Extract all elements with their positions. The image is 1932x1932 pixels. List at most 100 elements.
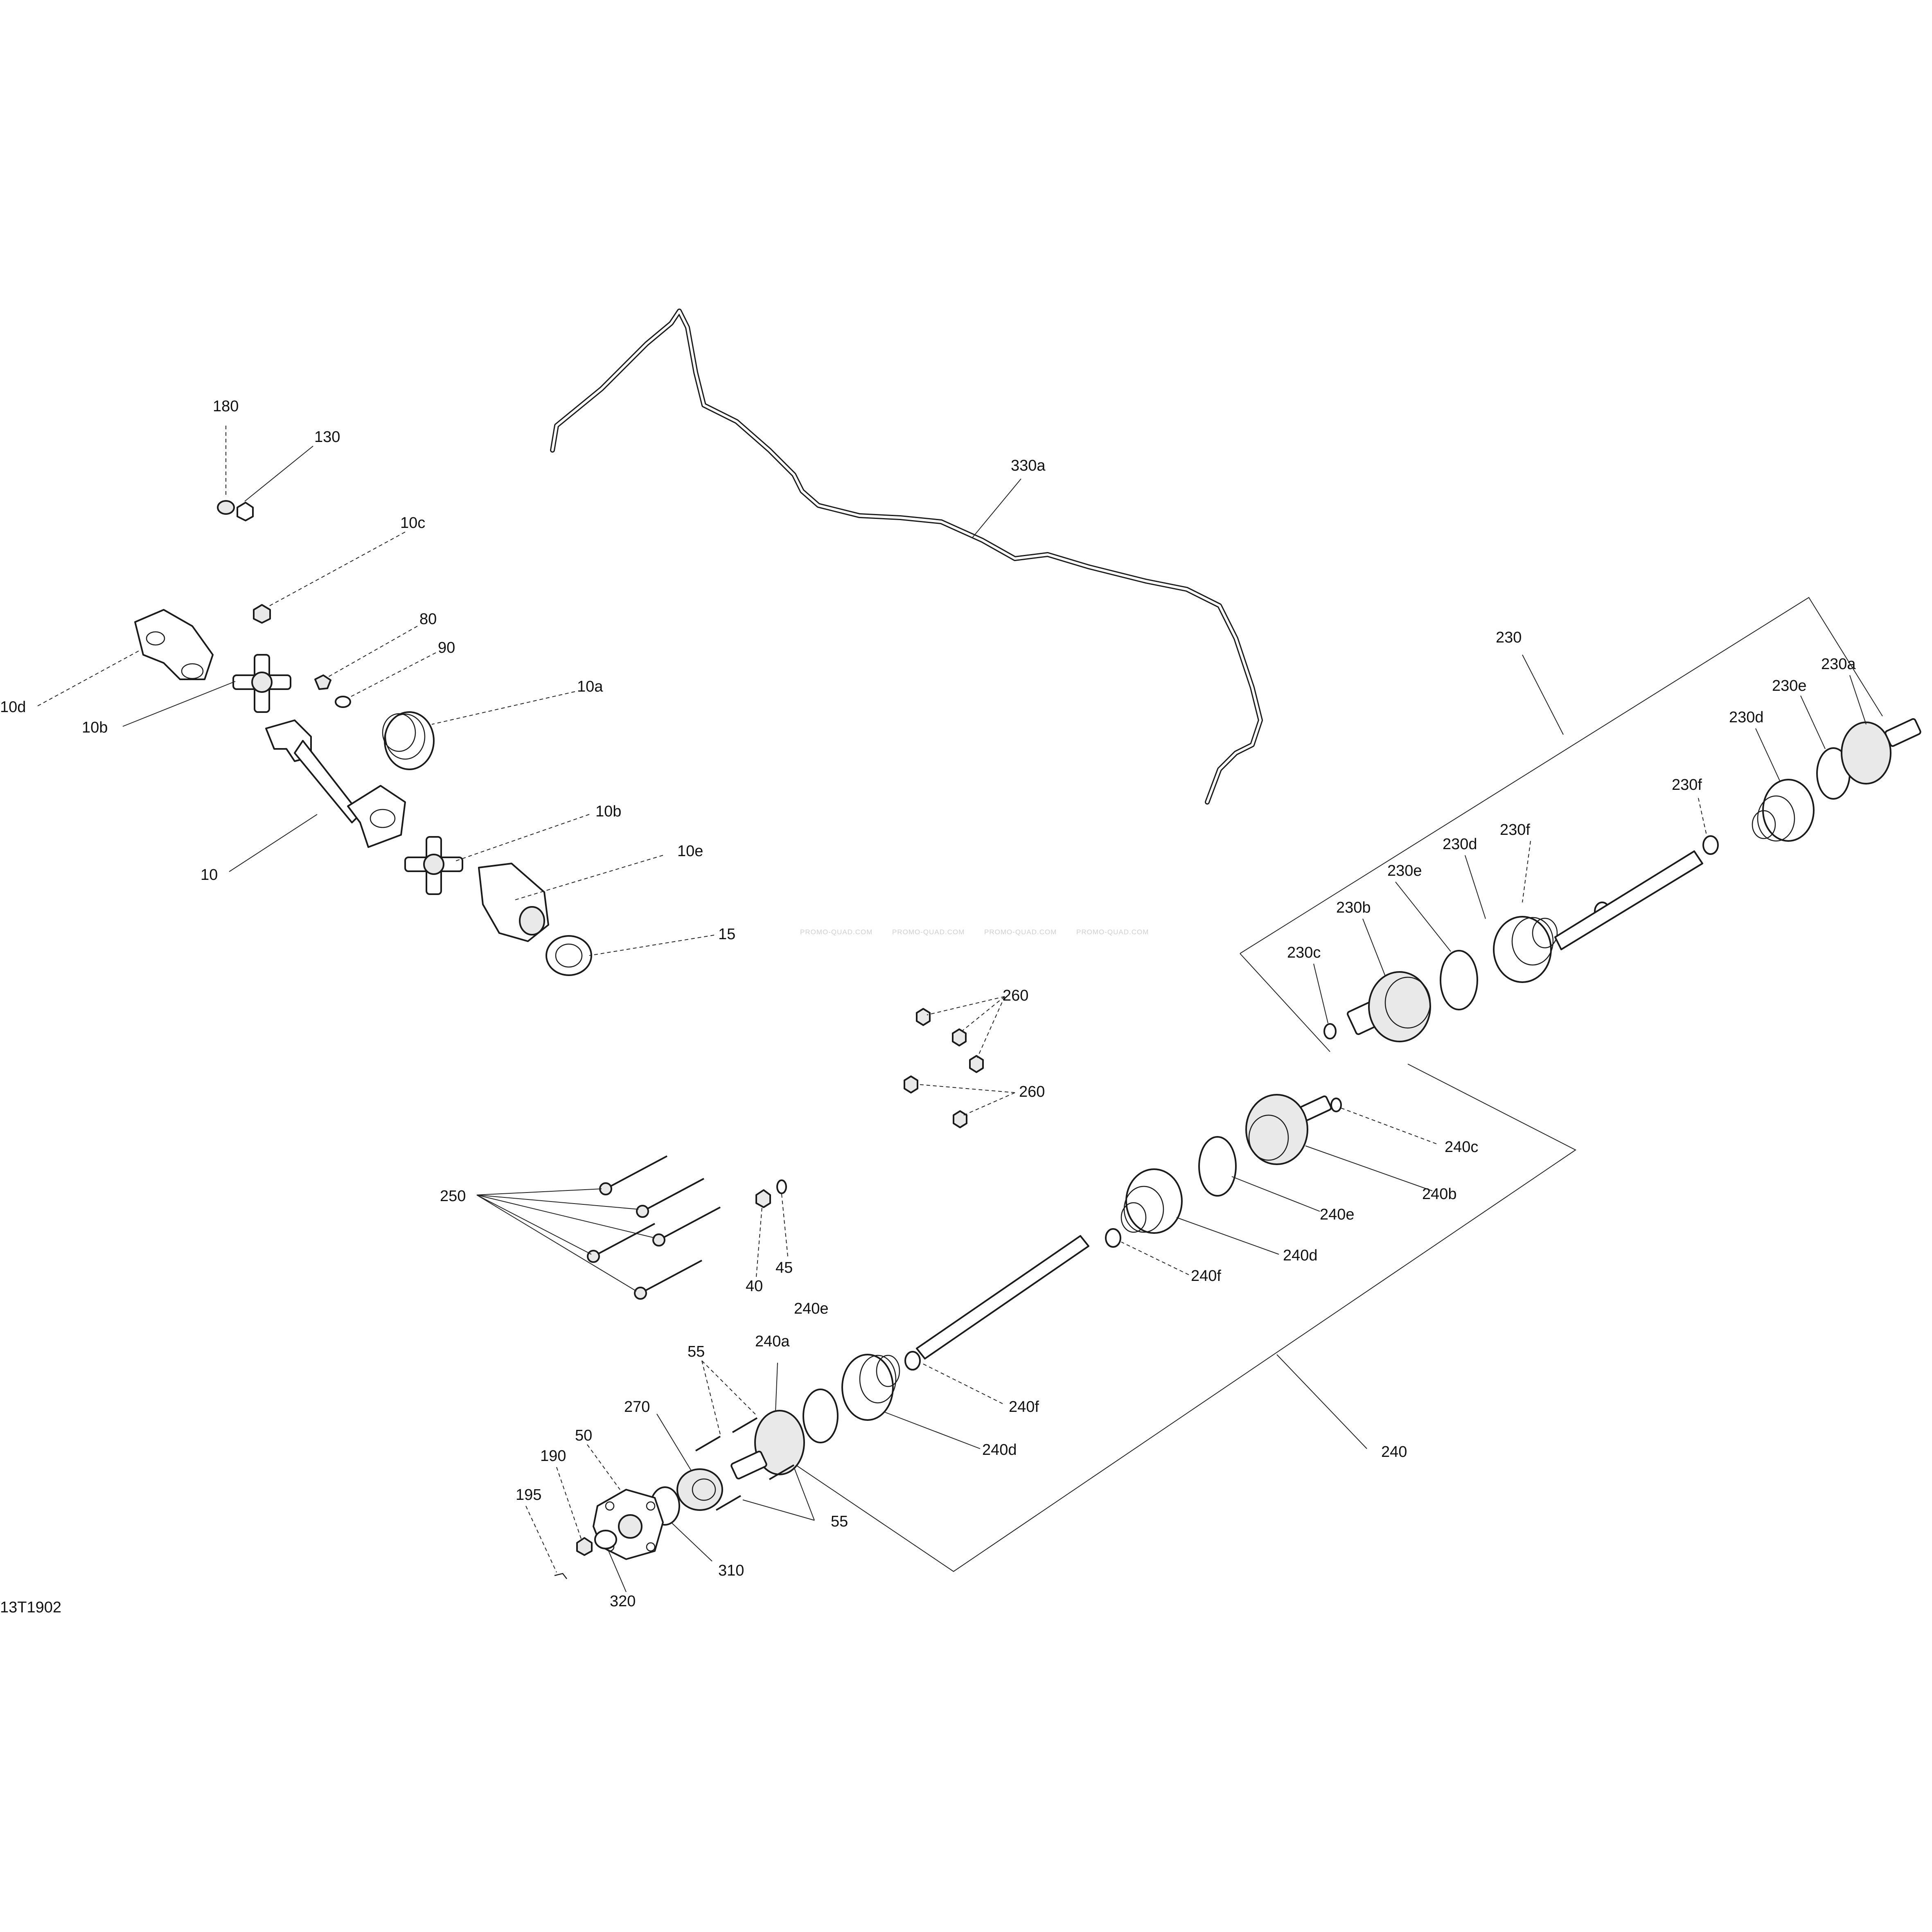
callout-label: 240e: [1320, 1206, 1355, 1223]
boot-230d-part: [1493, 916, 1558, 983]
group-bracket-240: [789, 1064, 1576, 1572]
driveshaft-assembly: [134, 500, 592, 976]
callout-label: 190: [540, 1447, 566, 1465]
callout-label: 230f: [1500, 821, 1530, 839]
seal-15-part: [546, 935, 592, 976]
nut-260-part: [953, 1110, 967, 1128]
washer-45-part: [776, 1179, 787, 1194]
callout-label: 10b: [82, 719, 108, 736]
callout-label: 230c: [1287, 944, 1321, 961]
boot-240d-part: [1120, 1168, 1183, 1234]
joint-230a-part: [1841, 718, 1921, 785]
stud-55-part: [732, 1417, 758, 1433]
stud-55-part: [715, 1495, 742, 1511]
callout-label: 270: [624, 1398, 650, 1416]
leader-lines: [37, 426, 1867, 1592]
callout-label: 240f: [1191, 1267, 1221, 1285]
callout-label: 10e: [677, 843, 703, 860]
diagram-reference-code: 13T1902: [0, 1599, 61, 1616]
callout-label: 10c: [400, 514, 425, 532]
joint-240a-part: [730, 1410, 805, 1480]
circlip-240c-part: [1330, 1098, 1342, 1112]
callout-label: 320: [610, 1593, 636, 1610]
circlip-230c-part: [1323, 1023, 1337, 1039]
circlip-240f-part: [904, 1351, 921, 1371]
brake-line-part: [550, 309, 1263, 805]
callout-label: 260: [1019, 1083, 1045, 1100]
callout-label: 310: [718, 1562, 744, 1579]
callout-label: 240e: [794, 1300, 829, 1317]
boot-240d-part: [841, 1354, 900, 1421]
boot-10a-part: [382, 711, 435, 770]
callout-label: 250: [440, 1188, 466, 1205]
callout-label: 10: [201, 866, 218, 884]
axle-shaft-240-part: [916, 1235, 1089, 1359]
callout-label: 240a: [755, 1333, 790, 1350]
watermark-text: PROMO-QUAD.COM: [800, 928, 872, 936]
callout-label: 240b: [1422, 1186, 1457, 1203]
callout-label: 240d: [982, 1441, 1017, 1459]
axle-shaft-230-part: [1554, 850, 1703, 950]
clamp-230e-part: [1440, 950, 1478, 1010]
callout-label: 260: [1003, 987, 1028, 1004]
callout-label: 230: [1496, 629, 1522, 646]
bolt-250-part: [605, 1155, 667, 1190]
bearing-270-part: [676, 1468, 723, 1511]
callout-label: 230d: [1729, 709, 1764, 726]
stud-55-part: [769, 1464, 795, 1480]
callout-label: 130: [314, 428, 340, 446]
nut-180-part: [217, 500, 235, 515]
axle-230-assembly: [1240, 597, 1921, 1052]
nut-260-part: [904, 1075, 918, 1093]
callout-label: 55: [831, 1513, 848, 1530]
stud-55-part: [695, 1436, 721, 1452]
joint-240b-part: [1245, 1094, 1332, 1165]
yoke-10e-part: [478, 863, 549, 942]
nut-260-part: [952, 1028, 967, 1046]
screw-80-part: [314, 674, 331, 690]
callout-label: 40: [746, 1278, 763, 1295]
circlip-230f-part: [1702, 835, 1719, 855]
callout-label: 55: [688, 1343, 705, 1360]
callout-label: 230b: [1336, 899, 1371, 916]
callout-label: 15: [718, 926, 735, 943]
bolt-130-part: [237, 502, 254, 521]
callout-label: 10d: [0, 699, 26, 716]
axle-240-assembly: [554, 1064, 1576, 1579]
callout-label: 240: [1381, 1443, 1407, 1461]
nut-260-part: [969, 1055, 984, 1073]
callout-label: 240d: [1283, 1247, 1318, 1264]
universal-joint-cross-part: [232, 654, 291, 713]
grease-fitting-part: [253, 604, 271, 624]
nut-190-part: [576, 1537, 593, 1556]
clamp-240e-part: [1198, 1136, 1237, 1197]
callout-label: 240c: [1445, 1138, 1478, 1156]
driveshaft-10-part: [265, 719, 406, 848]
callout-label: 80: [419, 611, 437, 628]
callout-label: 230d: [1443, 836, 1477, 853]
boot-230d-part: [1752, 779, 1815, 842]
callout-label: 230a: [1821, 656, 1856, 673]
group-bracket-230: [1240, 597, 1883, 954]
universal-joint-cross-part: [404, 836, 463, 895]
nut-40-part: [755, 1189, 771, 1208]
nuts-260-group: [904, 1008, 984, 1128]
callout-label: 230e: [1772, 677, 1807, 694]
callout-label: 330a: [1011, 457, 1046, 474]
clamp-240e-part: [803, 1389, 839, 1443]
callout-label: 10a: [577, 678, 603, 695]
watermark-text: PROMO-QUAD.COM: [984, 928, 1057, 936]
callout-labels: 180 130 10c 80 90 10a 10d 10b 10 10b 10e…: [0, 398, 1856, 1610]
bolts-250-group: [587, 1155, 787, 1300]
callout-label: 230f: [1672, 776, 1702, 794]
callout-label: 230e: [1387, 862, 1422, 879]
callout-label: 45: [776, 1259, 793, 1276]
washer-90-part: [335, 696, 351, 708]
callout-label: 240f: [1009, 1398, 1039, 1416]
callout-label: 180: [213, 398, 239, 415]
circlip-240f-part: [1105, 1228, 1121, 1248]
washer-320-part: [594, 1530, 617, 1549]
callout-label: 50: [575, 1427, 592, 1444]
